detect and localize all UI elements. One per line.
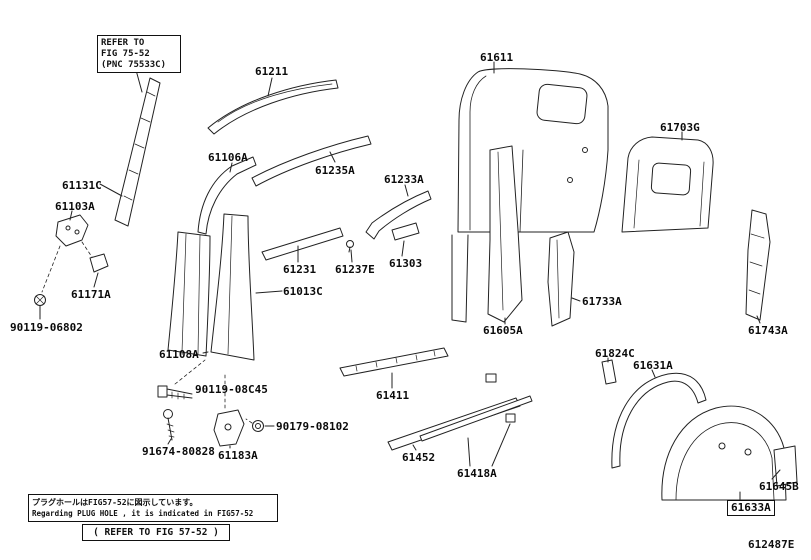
wheel-housing-61633A-drawing: [661, 405, 787, 502]
part-label-61452: 61452: [402, 451, 436, 464]
part-label-61411: 61411: [376, 389, 410, 402]
quarter-panel-61611-drawing: [451, 61, 609, 323]
clip-61237E-drawing: [346, 240, 354, 263]
part-label-61631A: 61631A: [633, 359, 673, 372]
bracket-61103A-drawing: [41, 210, 93, 293]
part-label-61131C: 61131C: [62, 179, 102, 192]
nut-90179-08102-drawing: [245, 418, 275, 432]
strip-61235A-drawing: [251, 135, 372, 187]
panel-61703G-drawing: [621, 131, 714, 233]
rail-61106A-drawing: [197, 156, 257, 235]
refer-line-2: FIG 75-52: [101, 48, 150, 59]
part-label-61611: 61611: [480, 51, 514, 64]
part-label-61211: 61211: [255, 65, 289, 78]
roof-rail-61211-drawing: [207, 77, 339, 135]
plug-hole-note-en: Regarding PLUG HOLE , it is indicated in…: [32, 508, 254, 518]
part-label-61824C: 61824C: [595, 347, 635, 360]
part-label-90119-06802: 90119-06802: [10, 321, 83, 334]
panel-61645B-drawing: [771, 445, 798, 487]
part-label-61171A: 61171A: [71, 288, 111, 301]
part-label-61183A: 61183A: [218, 449, 258, 462]
part-label-61633A: 61633A: [727, 500, 775, 516]
center-pillar-61013C-drawing: [210, 213, 283, 361]
reinforcement-61733A-drawing: [547, 231, 581, 327]
strip-61418A-drawing: [419, 373, 533, 467]
part-label-61231: 61231: [283, 263, 317, 276]
bracket-61171A-drawing: [89, 253, 109, 288]
arch-61631A-drawing: [611, 369, 707, 469]
rail-61231-drawing: [261, 227, 344, 263]
part-61824C-drawing: [601, 357, 617, 385]
strip-61743A-drawing: [745, 209, 771, 324]
part-label-61106A: 61106A: [208, 151, 248, 164]
part-label-61108A: 61108A: [159, 348, 199, 361]
strip-61233A-drawing: [365, 184, 432, 240]
diagram-code: 612487E: [748, 538, 795, 551]
part-label-61743A: 61743A: [748, 324, 788, 337]
part-label-61013C: 61013C: [283, 285, 323, 298]
part-label-61703G: 61703G: [660, 121, 700, 134]
refer-fig-57-52-box: ( REFER TO FIG 57-52 ): [82, 524, 230, 541]
bracket-61183A-drawing: [213, 371, 245, 449]
plug-hole-note-box: プラグホールはFIG57-52に図示しています。 Regarding PLUG …: [28, 494, 278, 523]
bracket-61303-drawing: [391, 222, 420, 257]
bracket-61131C-drawing: [99, 183, 123, 197]
part-label-91674-80828: 91674-80828: [142, 445, 215, 458]
bolt-90119-08C45-drawing: [157, 359, 206, 400]
part-label-61235A: 61235A: [315, 164, 355, 177]
part-label-61645B: 61645B: [759, 480, 799, 493]
part-label-61733A: 61733A: [582, 295, 622, 308]
bolt-90119-06802-drawing: [34, 294, 46, 320]
part-label-61418A: 61418A: [457, 467, 497, 480]
plug-hole-note-ja: プラグホールはFIG57-52に図示しています。: [32, 498, 198, 507]
part-label-61233A: 61233A: [384, 173, 424, 186]
part-label-90119-08C45: 90119-08C45: [195, 383, 268, 396]
front-pillar-strip-drawing: [114, 69, 161, 227]
part-label-61605A: 61605A: [483, 324, 523, 337]
center-pillar-61108A-drawing: [167, 231, 211, 357]
part-label-61103A: 61103A: [55, 200, 95, 213]
screw-91674-80828-drawing: [163, 409, 175, 445]
part-label-61237E: 61237E: [335, 263, 375, 276]
refer-line-1: REFER TO: [101, 38, 145, 48]
part-label-61303: 61303: [389, 257, 423, 270]
refer-note-box: REFER TO FIG 75-52 (PNC 75533C): [97, 35, 181, 74]
refer-line-3: (PNC 75533C): [101, 59, 167, 70]
sill-61411-drawing: [339, 347, 449, 389]
pillar-61605A-drawing: [487, 145, 523, 325]
part-label-90179-08102: 90179-08102: [276, 420, 349, 433]
